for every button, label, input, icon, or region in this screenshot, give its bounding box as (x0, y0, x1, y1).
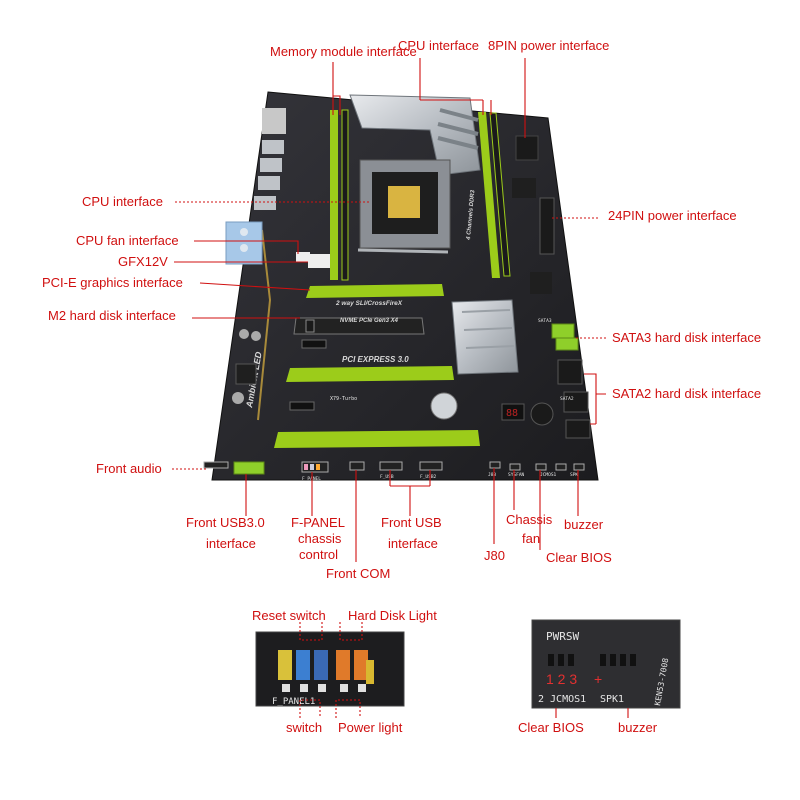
capacitor (239, 329, 249, 339)
pcie-slot-3 (274, 430, 480, 448)
callout-labels: Memory module interface CPU interface 8P… (42, 38, 761, 581)
chipset-heatsink (451, 299, 519, 375)
sata2-connectors (557, 359, 591, 439)
label-hdd-light: Hard Disk Light (348, 608, 437, 623)
label-front-usb: Front USB (381, 515, 442, 530)
vrm-heatsink (349, 94, 481, 176)
label-24pin-power: 24PIN power interface (608, 208, 737, 223)
label-clear-bios: Clear BIOS (546, 550, 612, 565)
motherboard-photo: 4 Channels DDR3 2 way SLI/CrossFireX (203, 91, 599, 482)
label-fpanel-3: control (299, 547, 338, 562)
capacitor (251, 331, 261, 341)
label-buzzer-inset: buzzer (618, 720, 658, 735)
label-front-usb-2: interface (388, 536, 438, 551)
label-8pin-power: 8PIN power interface (488, 38, 609, 53)
gfx12v-connector (308, 254, 330, 268)
label-front-audio: Front audio (96, 461, 162, 476)
sata3-connectors (551, 323, 579, 351)
fpanel-silk: F_PANEL1 (272, 697, 315, 707)
label-j80: J80 (484, 548, 505, 563)
debug-display (501, 403, 525, 421)
leader-hdd (339, 622, 363, 641)
board-print-sli: 2 way SLI/CrossFireX (335, 300, 403, 307)
rear-io-panel (225, 108, 286, 265)
audio-chip (235, 363, 257, 385)
label-pcie-graphics: PCI-E graphics interface (42, 275, 183, 290)
inset-spk-silk: SPK1 (600, 694, 624, 705)
board-print-usb: F_USB (380, 474, 394, 480)
pcie-slot-2: PCI EXPRESS 3.0 (286, 355, 454, 382)
leader-cpu-top (419, 58, 492, 115)
onboard-buzzer (530, 402, 554, 426)
label-front-usb30: Front USB3.0 (186, 515, 265, 530)
bottom-headers (203, 461, 585, 475)
capacitor (232, 392, 244, 404)
label-fpanel: F-PANEL (291, 515, 345, 530)
right-chip (530, 272, 552, 294)
label-cpu-interface-top: CPU interface (398, 38, 479, 53)
label-front-com: Front COM (326, 566, 390, 581)
label-cpu-fan: CPU fan interface (76, 233, 179, 248)
fpanel-pins (278, 650, 374, 692)
leader-reset (299, 622, 323, 641)
debug-display-digits: 88 (506, 408, 518, 419)
label-sata2: SATA2 hard disk interface (612, 386, 761, 401)
inset-pin-numbers: 1 2 3 (546, 671, 577, 687)
board-print-channel: 4 Channels DDR3 (466, 189, 476, 241)
label-clear-bios-inset: Clear BIOS (518, 720, 584, 735)
label-reset-switch: Reset switch (252, 608, 326, 623)
m2-slot: NVME PCIe Gen3 X4 (293, 317, 425, 335)
board-print-jcmos: JCMOS1 (540, 472, 557, 478)
leader-switch (299, 699, 321, 718)
board-print-model: X79-Turbo (330, 396, 357, 402)
right-chip (512, 178, 536, 198)
pcie-x1-slot (301, 339, 327, 349)
8pin-connector (515, 135, 539, 161)
board-print-j80: J80 (488, 472, 496, 478)
label-chassis-fan: Chassis (506, 512, 553, 527)
label-front-usb30-2: interface (206, 536, 256, 551)
cmos-battery (430, 392, 458, 420)
inset-jcmos: PWRSW 1 2 3 + 2 JCMOS1 SPK1 KEN53-7008 C… (518, 619, 681, 735)
board-print-sata3: SATA3 (538, 318, 552, 324)
label-memory-module: Memory module interface (270, 44, 417, 59)
label-power-light: Power light (338, 720, 403, 735)
inset-jcmos-pins (548, 654, 636, 666)
inset-pwrsw: PWRSW (546, 630, 579, 643)
24pin-connector (539, 197, 555, 255)
label-chassis-fan-2: fan (522, 531, 540, 546)
inset-plus: + (594, 671, 602, 687)
leader-pcie (199, 282, 311, 291)
leader-power-light (335, 699, 361, 718)
board-print-pcie: PCI EXPRESS 3.0 (342, 355, 409, 364)
board-print-usb2: F_USB2 (420, 474, 437, 480)
leader-sata2 (584, 373, 606, 425)
inset-fpanel: F_PANEL1 Reset switch Hard Disk Light sw… (252, 608, 437, 735)
label-buzzer: buzzer (564, 517, 604, 532)
label-gfx12v: GFX12V (118, 254, 168, 269)
pcie-slot-1: 2 way SLI/CrossFireX (306, 284, 444, 307)
callout-lines (172, 58, 606, 562)
memory-slots-right (478, 112, 511, 278)
label-m2-disk: M2 hard disk interface (48, 308, 176, 323)
leader-cpu-fan (194, 240, 299, 254)
inset-jcmos-silk: 2 JCMOS1 (538, 694, 586, 705)
leader-memory (332, 62, 341, 115)
label-sata3: SATA3 hard disk interface (612, 330, 761, 345)
cpu-socket (357, 159, 451, 254)
label-switch: switch (286, 720, 322, 735)
board-print-sysfan: SYSFAN (508, 472, 525, 478)
label-fpanel-2: chassis (298, 531, 342, 546)
board-print-spk: SPK (570, 472, 578, 478)
board-print-nvme: NVME PCIe Gen3 X4 (340, 318, 399, 324)
pcb-trace (257, 229, 272, 421)
board-print-sata2: SATA2 (560, 396, 574, 402)
label-cpu-interface: CPU interface (82, 194, 163, 209)
leader-front-usb (389, 470, 431, 516)
memory-slots-left (330, 109, 349, 281)
pcie-x1-slot (289, 401, 315, 411)
cpu-fan-header (296, 252, 310, 262)
